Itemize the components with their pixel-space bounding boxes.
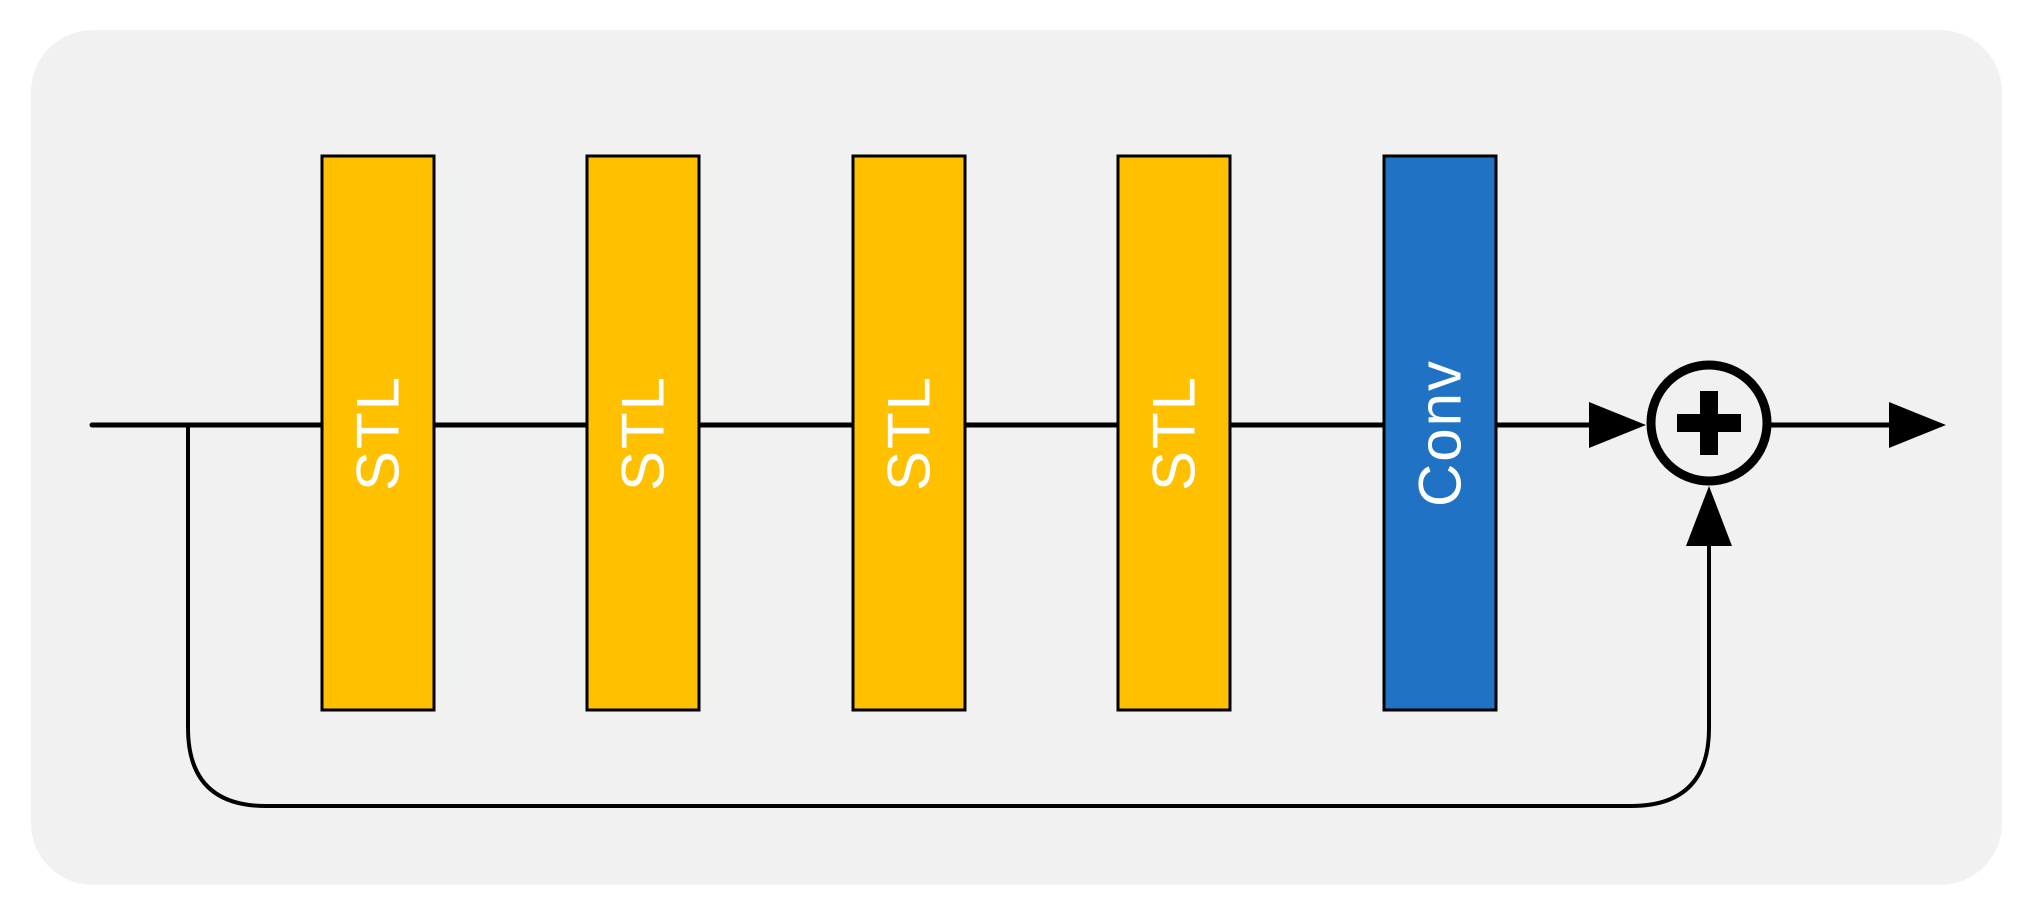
block-stl-2: STL [585, 154, 701, 712]
arrow-right-icon [1889, 402, 1946, 448]
arrow-up-icon [1686, 486, 1732, 546]
block-stl-3: STL [851, 154, 967, 712]
stl-block [585, 154, 701, 712]
skip-connection-path [186, 425, 1711, 808]
stl-block-label: STL [610, 375, 677, 491]
stl-block-label: STL [345, 375, 412, 491]
diagram-panel [31, 30, 2002, 885]
stl-block-label: STL [876, 375, 943, 491]
stl-block [1116, 154, 1232, 712]
stl-block [851, 154, 967, 712]
conv-block [1382, 154, 1498, 712]
plus-icon [1677, 391, 1741, 455]
block-stl-1: STL [320, 154, 436, 712]
arrow-right-icon [1589, 402, 1646, 448]
block-conv: Conv [1382, 154, 1498, 712]
stl-block [320, 154, 436, 712]
conv-block-label: Conv [1407, 359, 1474, 507]
block-stl-4: STL [1116, 154, 1232, 712]
stl-block-label: STL [1141, 375, 1208, 491]
